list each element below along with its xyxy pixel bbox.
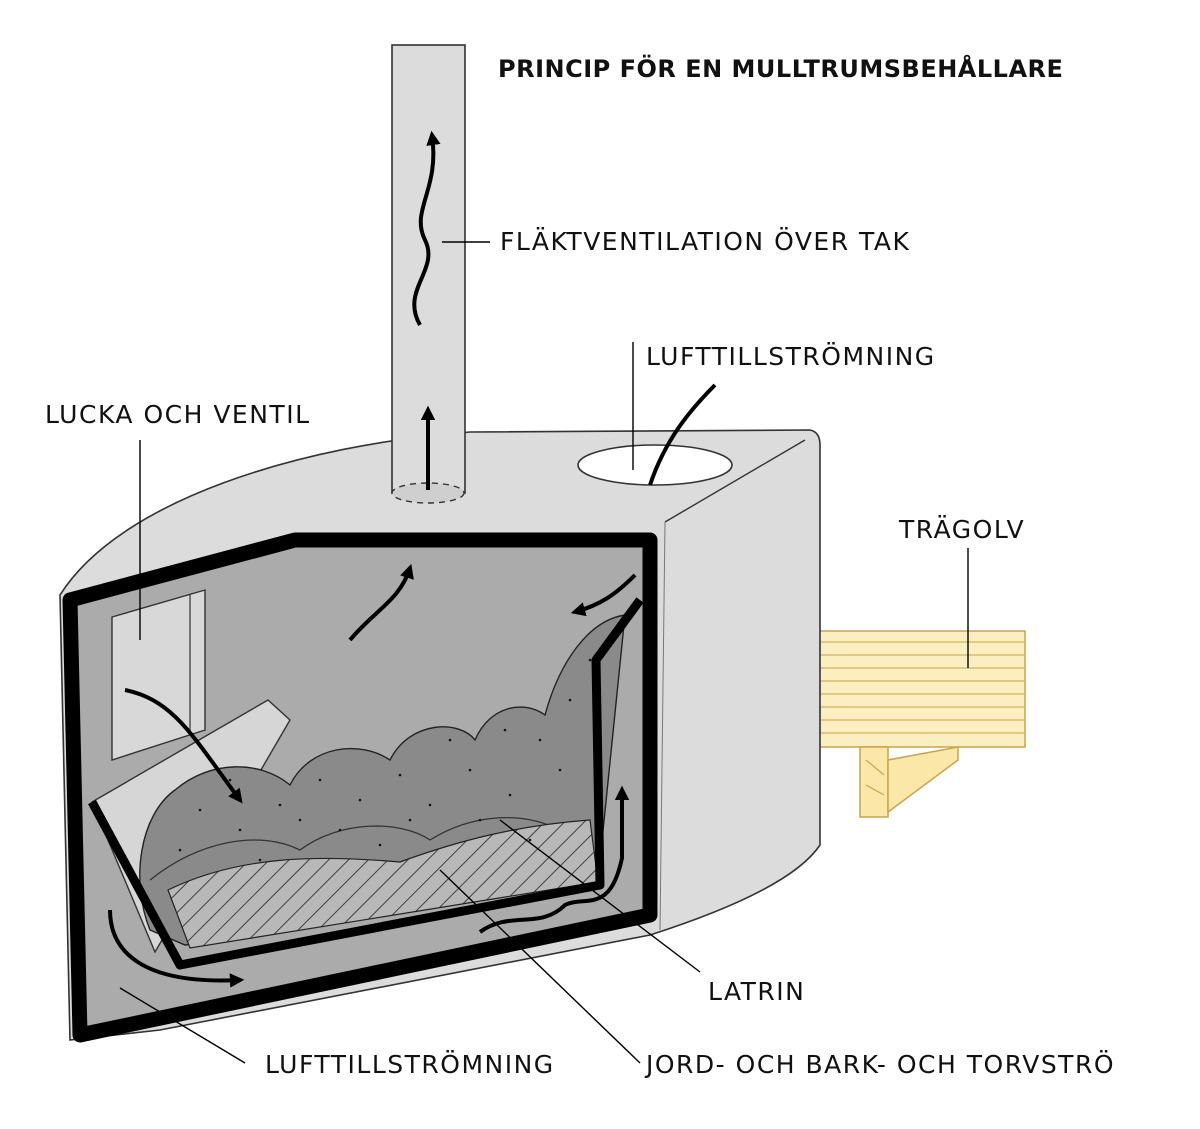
airflow-arrows: [108, 130, 717, 988]
arrow-rising-right: [478, 785, 630, 934]
label-soil-litter: JORD- OCH BARK- OCH TORVSTRÖ: [644, 1050, 1115, 1079]
label-hatch-valve: LUCKA OCH VENTIL: [45, 400, 311, 429]
label-latrine: LATRIN: [708, 977, 805, 1006]
leader-soil-litter: [439, 869, 641, 1064]
arrow-air-rising: [348, 563, 414, 642]
arrow-up-pipe-top: [412, 130, 441, 326]
hatch-window: [111, 589, 206, 761]
arrow-air-inflow-top: [648, 383, 717, 486]
label-wood-floor: TRÄGOLV: [898, 515, 1025, 544]
label-air-inflow-top: LUFTTILLSTRÖMNING: [646, 342, 936, 371]
label-air-inflow-bottom: LUFTTILLSTRÖMNING: [265, 1050, 555, 1079]
leader-lines: [119, 241, 969, 1064]
ventilation-pipe: [391, 44, 466, 504]
leader-air-inflow-bottom: [119, 987, 246, 1064]
diagram-title: PRINCIP FÖR EN MULLTRUMSBEHÅLLARE: [498, 53, 1063, 83]
soil-layer: [167, 819, 599, 949]
container-interior: [70, 540, 650, 1035]
arrow-hatch-inflow: [124, 688, 243, 804]
leader-latrine: [499, 819, 701, 973]
arrow-air-in-right: [570, 573, 637, 617]
air-inlet-hole: [577, 444, 733, 486]
cutaway-frame: [62, 532, 658, 1043]
label-fan-ventilation: FLÄKTVENTILATION ÖVER TAK: [500, 227, 910, 256]
arrow-bottom-inflow: [108, 909, 245, 988]
